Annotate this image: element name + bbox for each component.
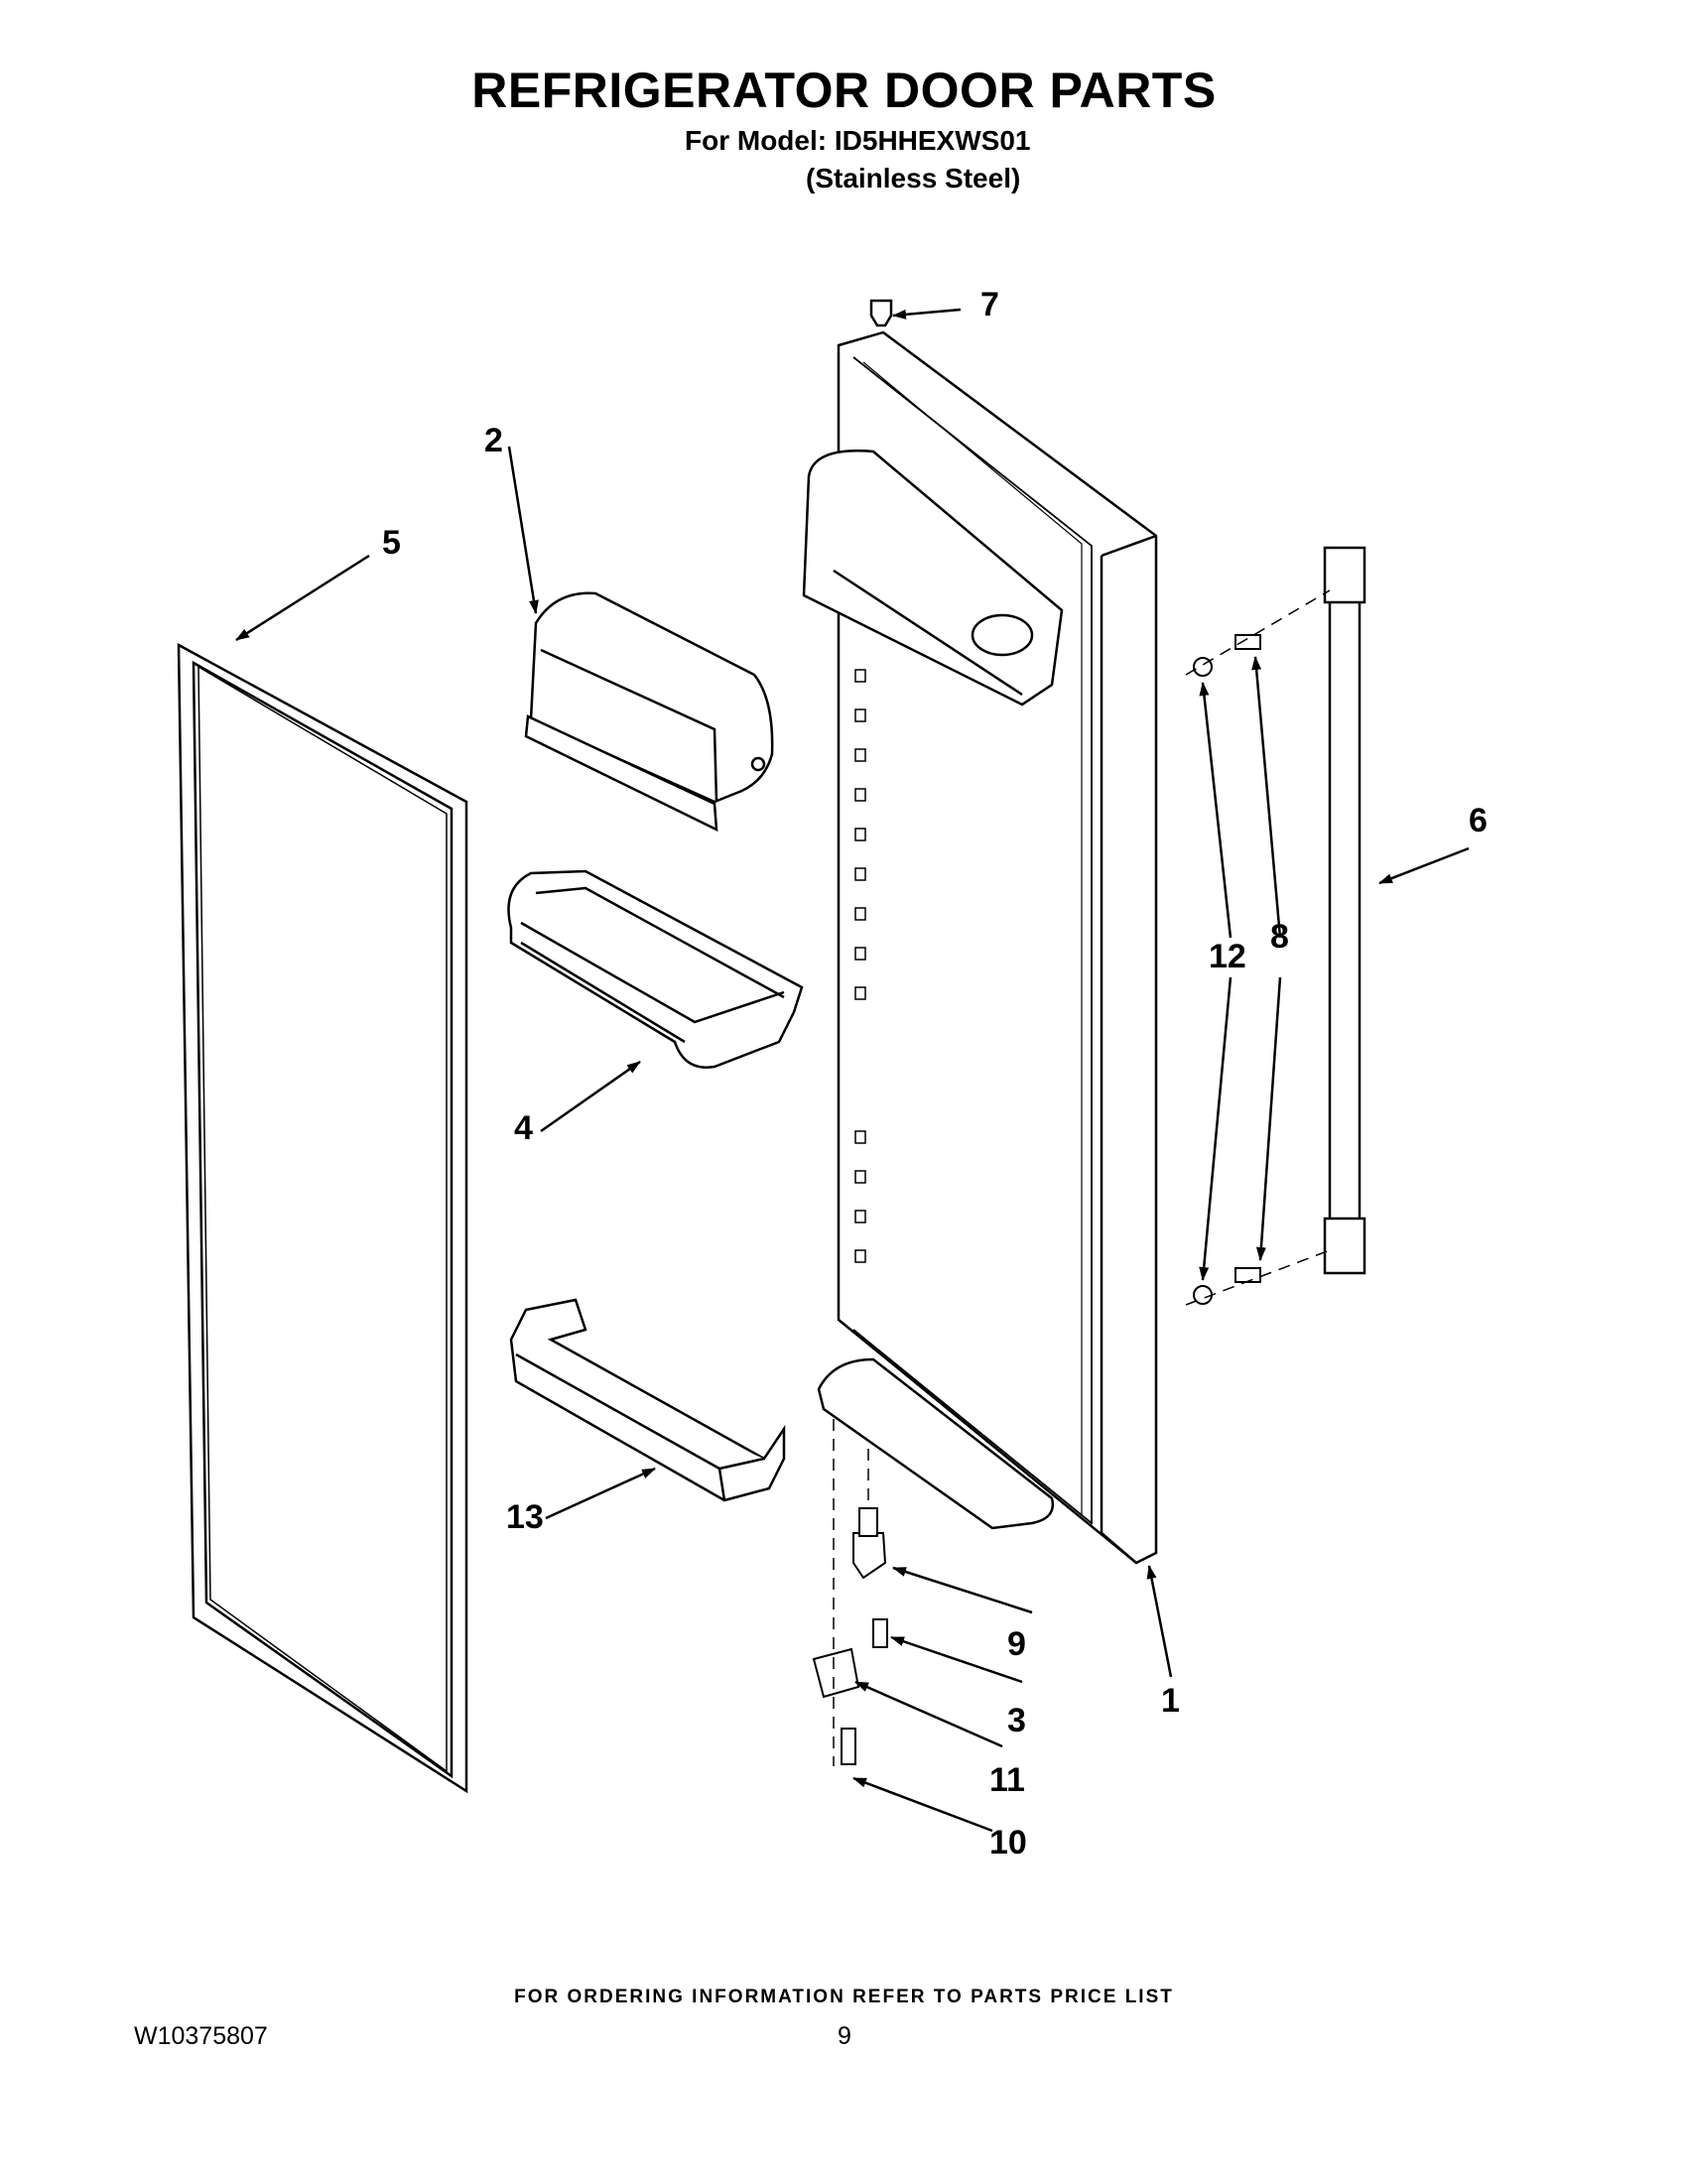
- ordering-note: FOR ORDERING INFORMATION REFER TO PARTS …: [514, 1987, 1174, 2007]
- callout-6: 6: [1469, 802, 1488, 839]
- page-title: REFRIGERATOR DOOR PARTS: [471, 63, 1217, 118]
- callout-11: 11: [989, 1761, 1025, 1799]
- callout-12: 12: [1209, 938, 1246, 975]
- document-number: W10375807: [134, 2022, 268, 2050]
- callout-9: 9: [1007, 1625, 1026, 1663]
- leader-arrows: [235, 308, 1470, 1833]
- door-shelf-studs: [854, 669, 866, 1263]
- finish-label: (Stainless Steel): [806, 163, 1021, 193]
- callout-8: 8: [1270, 918, 1289, 956]
- callout-5: 5: [382, 524, 401, 562]
- hinge-pin: [852, 1507, 887, 1580]
- callout-13: 13: [506, 1498, 544, 1536]
- dairy-door: [524, 591, 774, 833]
- callout-7: 7: [980, 286, 999, 323]
- callout-1: 1: [1161, 1682, 1180, 1720]
- callout-4: 4: [514, 1109, 533, 1147]
- door-plug: [869, 299, 893, 327]
- assembly-guide-lines: [833, 589, 1331, 1766]
- callout-10: 10: [989, 1824, 1027, 1862]
- callout-3: 3: [1007, 1702, 1026, 1739]
- bracket-screw: [841, 1728, 856, 1765]
- hinge-screw: [872, 1618, 888, 1648]
- lower-door-bin: [509, 1298, 786, 1502]
- door-handle: [1323, 546, 1366, 1275]
- door-bin: [507, 869, 804, 1069]
- hinge-bracket: [812, 1647, 860, 1699]
- refrigerator-door: [802, 330, 1158, 1565]
- page-number: 9: [838, 2022, 851, 2050]
- model-number: For Model: ID5HHEXWS01: [685, 125, 1031, 156]
- callout-2: 2: [484, 422, 503, 459]
- door-gasket: [177, 642, 468, 1794]
